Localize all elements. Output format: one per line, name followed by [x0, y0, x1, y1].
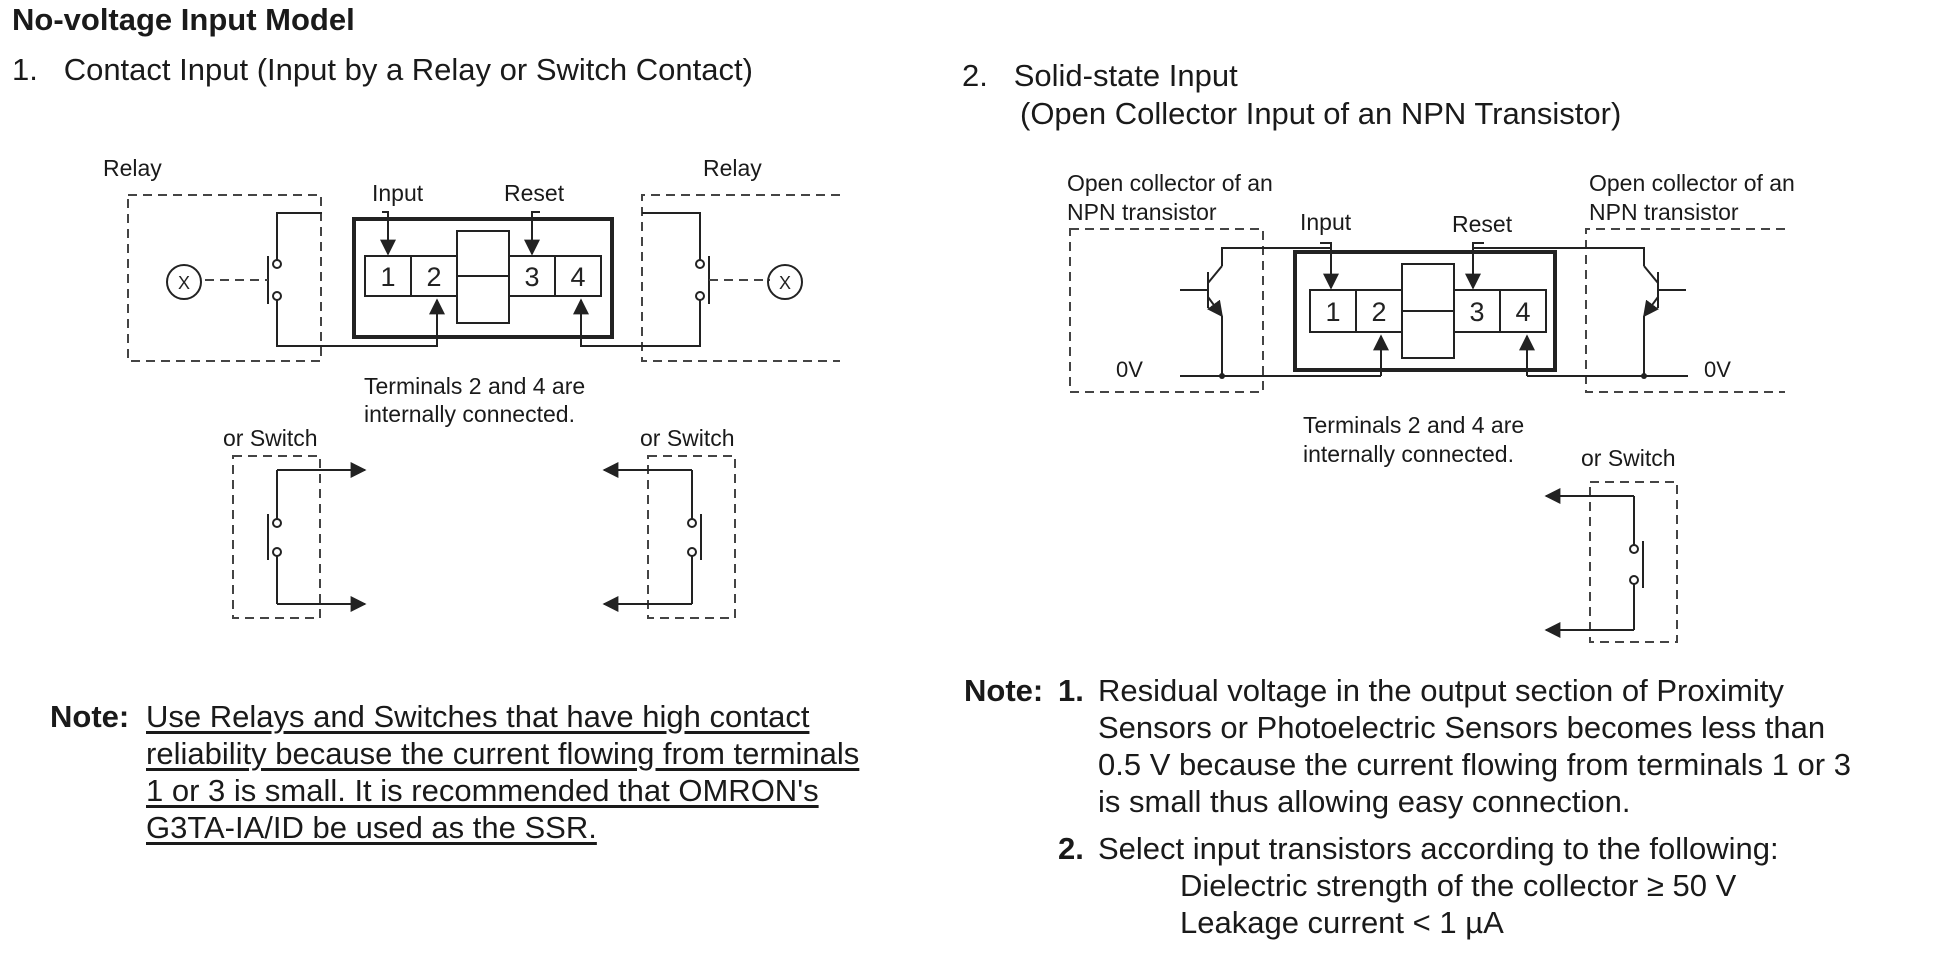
note2-sub: Dielectric strength of the collector ≥ 5…	[1180, 868, 1737, 903]
input-arrow	[1320, 242, 1339, 290]
switch-box	[1589, 481, 1678, 643]
oc-right-label: NPN transistor	[1589, 199, 1739, 225]
section1-heading: 1. Contact Input (Input by a Relay or Sw…	[12, 52, 753, 87]
timer-outline	[352, 217, 614, 339]
note-line: G3TA-IA/ID be used as the SSR.	[146, 810, 597, 845]
zero-v-right-label: 0V	[1704, 357, 1731, 382]
contact-input-diagram: 1 2 3 4 X X	[127, 194, 840, 619]
reset-arrow	[524, 211, 540, 256]
note-line: 1 or 3 is small. It is recommended that …	[146, 773, 819, 808]
svg-text:X: X	[779, 273, 791, 293]
reset-arrow	[1465, 242, 1484, 290]
terminal-3: 3	[524, 262, 539, 292]
oc-left-label: Open collector of an	[1067, 170, 1273, 196]
terminal-1: 1	[380, 262, 395, 292]
zero-v-left-label: 0V	[1116, 357, 1143, 382]
terminal-2: 2	[1371, 297, 1386, 327]
npn-transistor-right	[1473, 247, 1686, 379]
switch-left-label: or Switch	[223, 425, 318, 451]
relay-right-box	[641, 194, 840, 362]
terminal-3: 3	[1469, 297, 1484, 327]
page-title: No-voltage Input Model	[12, 2, 355, 37]
terminal-block: 1 2 3 4	[364, 230, 602, 324]
oc-right-label: Open collector of an	[1589, 170, 1795, 196]
oc-right-box	[1585, 228, 1785, 393]
terminal-block: 1 2 3 4	[1309, 263, 1547, 359]
switch-label: or Switch	[1581, 445, 1676, 471]
oc-left-box	[1069, 228, 1264, 393]
relay-left-coil	[166, 264, 202, 300]
internal-note-line2: internally connected.	[1303, 441, 1514, 467]
switch-left-box	[232, 455, 321, 619]
solid-state-input-diagram: 1 2 3 4	[1069, 228, 1785, 643]
note1-line: Residual voltage in the output section o…	[1098, 673, 1784, 708]
note1-number: 1.	[1058, 673, 1084, 708]
switch-right-label: or Switch	[640, 425, 735, 451]
terminal-1: 1	[1325, 297, 1340, 327]
reset-label: Reset	[1452, 211, 1513, 237]
svg-text:X: X	[178, 273, 190, 293]
input-label: Input	[372, 180, 424, 206]
terminal-4: 4	[570, 262, 585, 292]
switch-right-box	[647, 455, 736, 619]
relay-left-wire	[276, 212, 322, 260]
relay-right-wire	[642, 212, 701, 260]
input-arrow	[380, 211, 396, 256]
npn-transistor-left	[1180, 247, 1331, 379]
reset-label: Reset	[504, 180, 565, 206]
terminal-2: 2	[426, 262, 441, 292]
input-label: Input	[1300, 209, 1352, 235]
oc-left-label: NPN transistor	[1067, 199, 1217, 225]
note2-number: 2.	[1058, 831, 1084, 866]
relay-left-label: Relay	[103, 155, 162, 181]
note2-line: Select input transistors according to th…	[1098, 831, 1779, 866]
note-label: Note:	[964, 673, 1044, 708]
note-line: Use Relays and Switches that have high c…	[146, 699, 810, 734]
internal-note-line1: Terminals 2 and 4 are	[364, 373, 586, 399]
timer-outline	[1293, 250, 1557, 372]
terminal-4: 4	[1515, 297, 1530, 327]
relay-right-coil	[767, 264, 803, 300]
internal-note-line1: Terminals 2 and 4 are	[1303, 412, 1525, 438]
note2-sub: Leakage current < 1 µA	[1180, 905, 1504, 940]
note-line: reliability because the current flowing …	[146, 736, 860, 771]
relay-right-label: Relay	[703, 155, 762, 181]
section2-heading: 2. Solid-state Input	[962, 58, 1238, 93]
relay-left-box	[127, 194, 322, 362]
note1-line: 0.5 V because the current flowing from t…	[1098, 747, 1851, 782]
note-label: Note:	[50, 699, 130, 734]
section2-subheading: (Open Collector Input of an NPN Transist…	[1020, 96, 1622, 131]
note1-line: Sensors or Photoelectric Sensors becomes…	[1098, 710, 1826, 745]
note1-line: is small thus allowing easy connection.	[1098, 784, 1631, 819]
internal-note-line2: internally connected.	[364, 401, 575, 427]
